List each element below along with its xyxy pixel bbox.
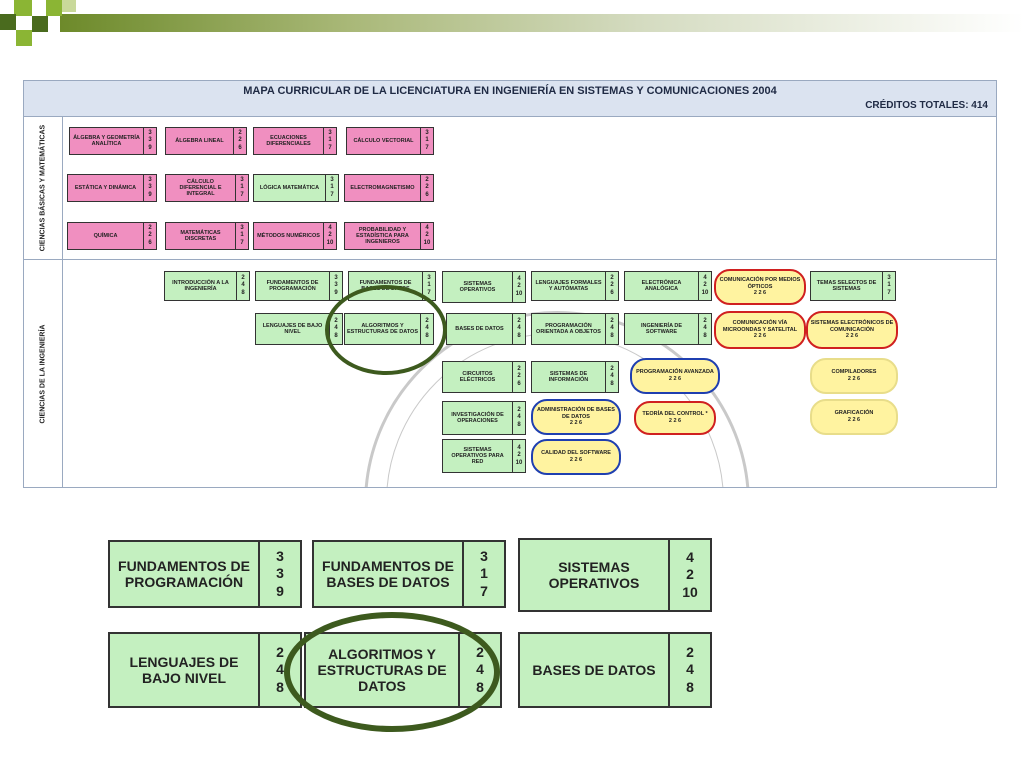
row-label-basic: CIENCIAS BÁSICAS Y MATEMÁTICAS [24,117,63,259]
map-title: MAPA CURRICULAR DE LA LICENCIATURA EN IN… [243,85,777,97]
row-divider [24,259,996,260]
row-label-basic-text: CIENCIAS BÁSICAS Y MATEMÁTICAS [39,124,47,252]
row-label-engineering: CIENCIAS DE LA INGENIERÍA [24,260,63,487]
total-credits: CRÉDITOS TOTALES: 414 [865,100,988,111]
row-label-engineering-text: CIENCIAS DE LA INGENIERÍA [39,324,47,424]
curriculum-map: MAPA CURRICULAR DE LA LICENCIATURA EN IN… [23,80,997,488]
highlight-circle-small [325,285,447,375]
decorative-squares [0,0,80,50]
subject-box: PROBABILIDAD Y ESTADÍSTICA PARA INGENIER… [344,222,434,250]
highlight-circle-large [284,612,500,732]
elective-oval: TEORÍA DEL CONTROL *2 2 6 [634,401,716,435]
title-gradient-bar [60,14,1024,32]
map-header: MAPA CURRICULAR DE LA LICENCIATURA EN IN… [24,81,996,117]
